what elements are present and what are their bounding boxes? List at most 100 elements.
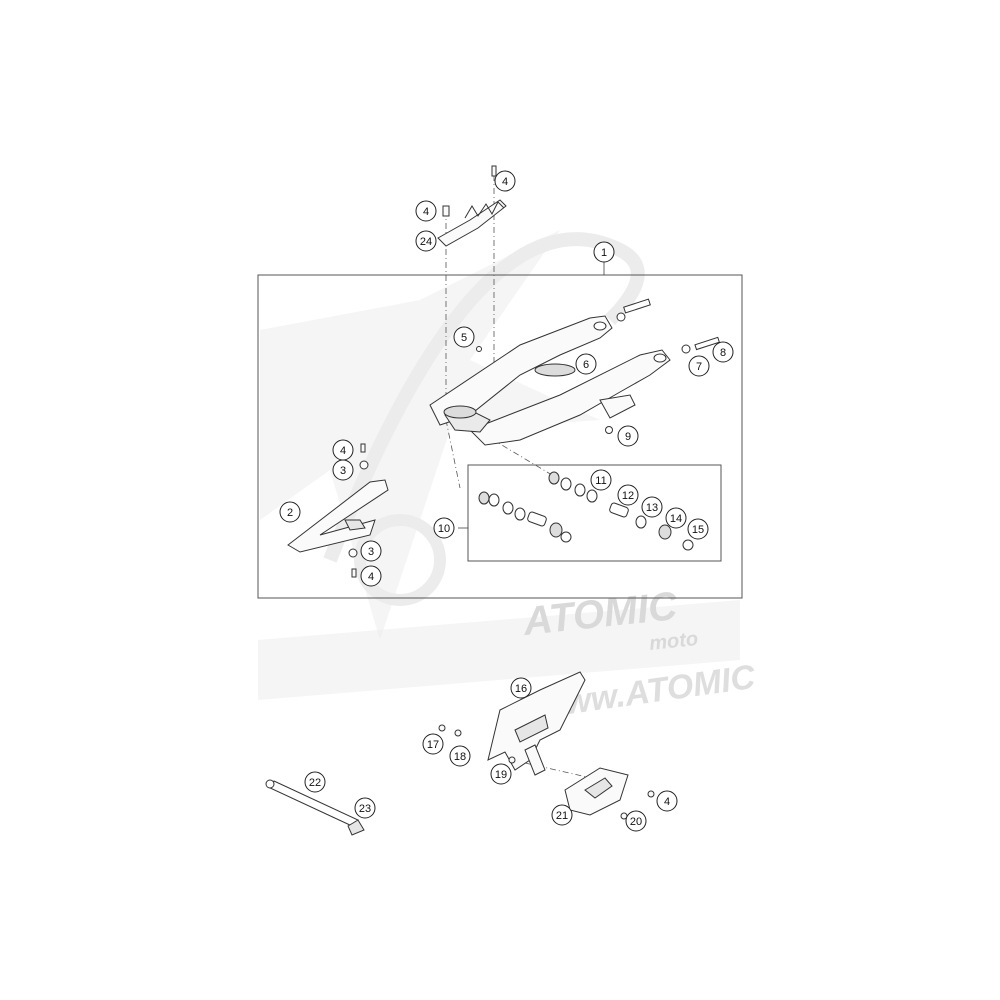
bolt-8-shape [694,336,720,351]
callout-c20: 20 [625,810,647,832]
callout-c16: 16 [510,677,532,699]
callout-label: 20 [630,816,642,828]
callout-label: 19 [495,769,507,781]
callout-c6: 6 [575,353,597,375]
swingarm-hardware [476,298,720,434]
callout-label: 10 [438,523,450,535]
callout-c5: 5 [453,326,475,348]
callout-c8: 8 [712,341,734,363]
pin-upper [623,298,651,314]
callout-c18: 18 [449,745,471,767]
callout-circle [360,540,382,562]
callout-circle [332,439,354,461]
callout-c17: 17 [422,733,444,755]
callout-c4a: 4 [494,170,516,192]
callout-circle [575,353,597,375]
callout-label: 4 [423,206,429,218]
callout-circle [415,200,437,222]
callout-c13: 13 [641,496,663,518]
callout-c3a: 3 [332,459,354,481]
callout-circle [617,484,639,506]
callout-c7: 7 [688,355,710,377]
rear-axle [265,779,365,836]
chain-slider [287,443,389,578]
callout-c24: 24 [415,230,437,252]
callout-label: 4 [340,445,346,457]
callout-label: 8 [720,347,726,359]
callout-circle [304,771,326,793]
callout-label: 6 [583,359,589,371]
chain-guide [438,671,655,820]
swingarm-group-frame [257,274,743,599]
callout-circle [422,733,444,755]
callout-label: 4 [502,176,508,188]
callout-label: 9 [625,431,631,443]
callout-label: 17 [427,739,439,751]
callout-circle [279,501,301,523]
callout-circle [415,230,437,252]
callout-label: 21 [556,810,568,822]
callout-circle [510,677,532,699]
callout-label: 11 [595,475,606,487]
callout-label: 15 [692,524,704,536]
callout-c14: 14 [665,507,687,529]
callout-c4e: 4 [656,790,678,812]
callout-label: 1 [601,247,607,259]
bearing-set [478,471,694,551]
watermark: ATOMIC moto www.ATOMIC [258,230,758,726]
callout-c21: 21 [551,804,573,826]
callout-c19: 19 [490,763,512,785]
callout-circle [551,804,573,826]
callout-c4b: 4 [415,200,437,222]
callout-circle [490,763,512,785]
callout-circle [625,810,647,832]
callout-c2: 2 [279,501,301,523]
nipple-5-shape [476,346,482,352]
watermark-star-shape [260,230,600,640]
nut-upper [616,312,626,322]
callout-circle [590,469,612,491]
watermark-band [258,600,740,700]
callout-c9: 9 [617,425,639,447]
washer-3-lower-shape [348,548,358,558]
callout-label: 22 [309,777,321,789]
callout-circle [712,341,734,363]
callout-label: 2 [287,507,293,519]
callout-circle [453,326,475,348]
callout-circle [593,241,615,263]
callout-c10: 10 [433,517,455,539]
callout-circle [354,797,376,819]
callout-circle [665,507,687,529]
callout-c23: 23 [354,797,376,819]
callout-label: 16 [515,683,527,695]
bolt-4-upper-shape [360,443,366,453]
callout-c22: 22 [304,771,326,793]
callout-c11: 11 [590,469,612,491]
screw-17-shape [438,724,446,732]
callout-label: 24 [420,236,432,248]
screw-4-guide-shape [647,790,655,798]
callout-circle [687,518,709,540]
watermark-swoosh [323,232,645,563]
callout-circle [360,565,382,587]
callout-label: 4 [368,571,374,583]
watermark-ring [354,514,446,606]
callout-label: 18 [454,751,466,763]
bearing-group-frame [467,464,722,562]
callout-c3b: 3 [360,540,382,562]
callout-circle [688,355,710,377]
callout-label: 7 [696,361,702,373]
callout-label: 12 [622,490,634,502]
callout-c1: 1 [593,241,615,263]
callout-c4c: 4 [332,439,354,461]
washer-3-upper-shape [359,460,369,470]
callout-label: 14 [670,513,682,525]
callout-circle [449,745,471,767]
callout-circle [641,496,663,518]
nut-7-shape [681,344,691,354]
swingarm [429,315,671,446]
chain-slider-upper [437,165,507,247]
callout-label: 13 [646,502,658,514]
callout-label: 5 [461,332,467,344]
